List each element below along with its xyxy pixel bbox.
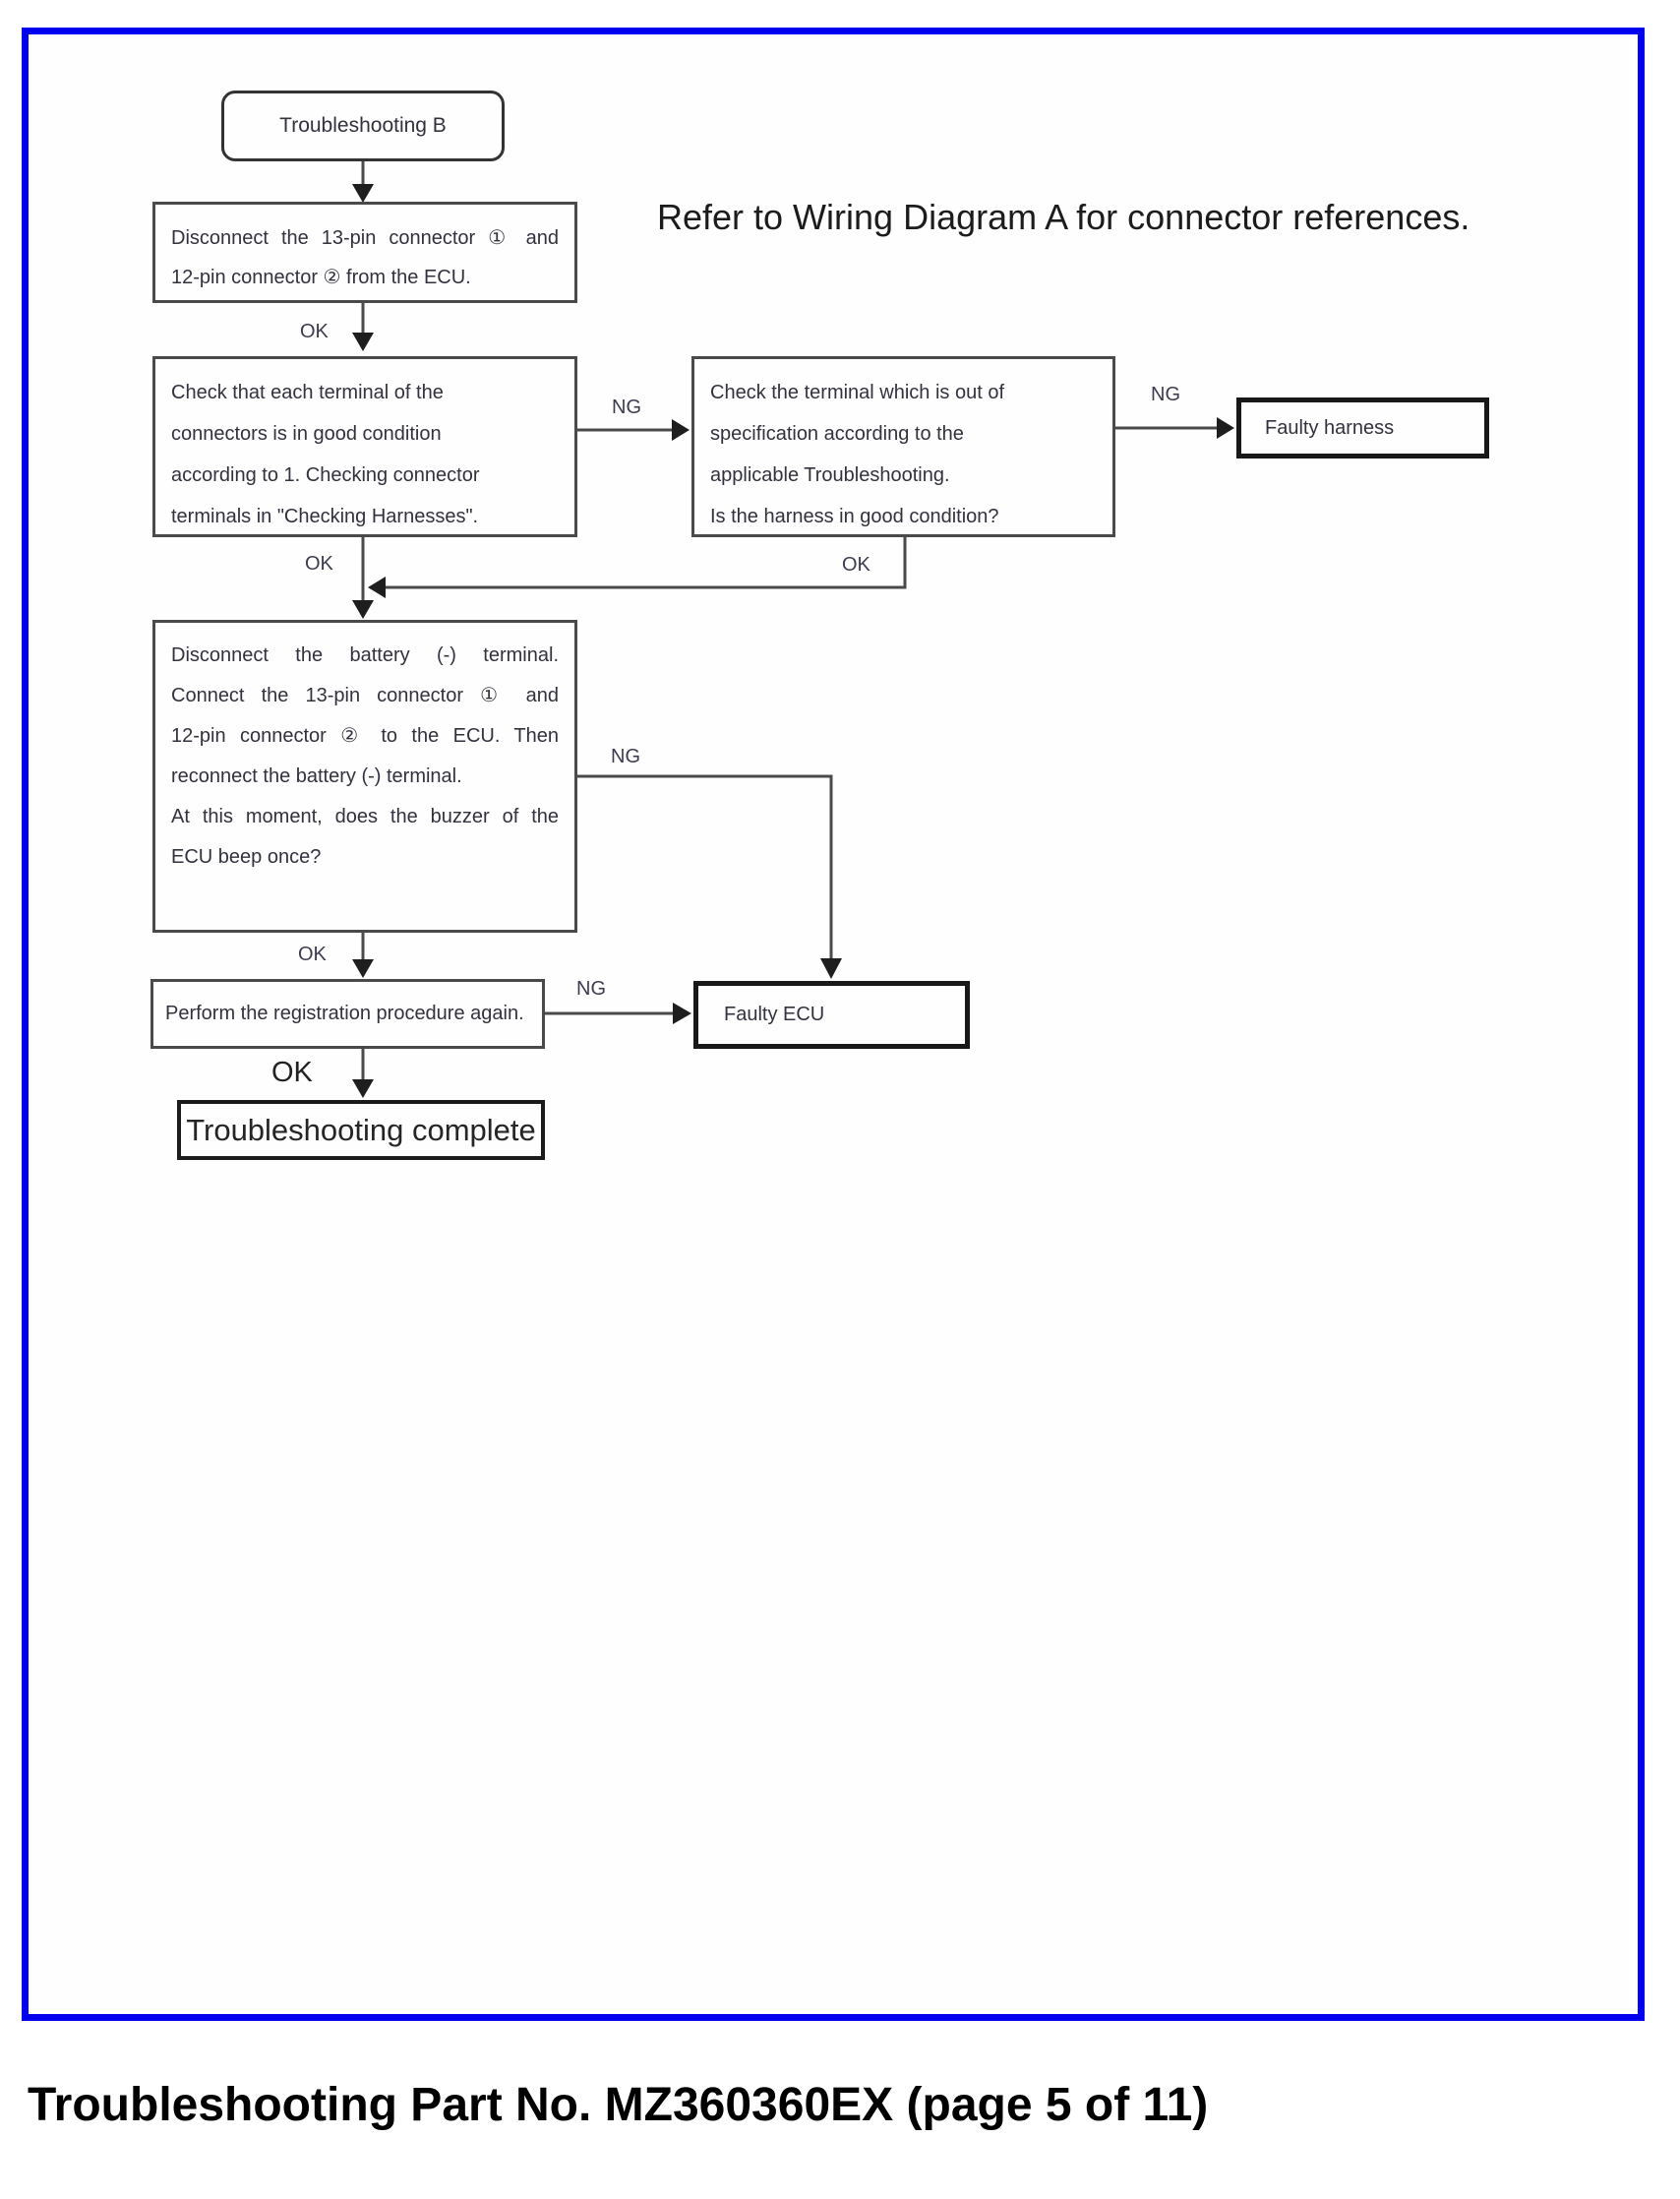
text-line: Connect the 13-pin connector ① and [171,685,559,706]
node-faulty-harness: Faulty harness [1236,397,1489,458]
node-troubleshooting-complete: Troubleshooting complete [177,1100,545,1160]
node-check-out-of-spec-terminal: Check the terminal which is out of speci… [691,356,1115,537]
node-reconnect-and-buzzer-check: Disconnect the battery (-) terminal. Con… [152,620,577,933]
text-line: ECU beep once? [171,846,322,868]
text-line: 12-pin connector ② from the ECU. [171,267,471,288]
text-line: Check the terminal which is out of [710,382,1005,403]
node-perform-registration: Perform the registration procedure again… [150,979,545,1049]
node-label: Faulty ECU [724,1004,825,1025]
label-ok-step3: OK [298,944,327,965]
text-line: Disconnect the 13-pin connector ① and [171,227,559,249]
label-ng-check-harness: NG [1151,384,1180,405]
text-line: reconnect the battery (-) terminal. [171,765,462,787]
text-line: At this moment, does the buzzer of the [171,806,559,827]
text-line: specification according to the [710,423,964,445]
label-ng-step3: NG [611,746,640,767]
node-label: Troubleshooting B [279,114,447,137]
node-check-terminals: Check that each terminal of the connecto… [152,356,577,537]
text-line: connectors is in good condition [171,423,442,445]
label-ok-step2: OK [305,553,333,575]
label-ng-step4: NG [576,978,606,1000]
node-label: Troubleshooting complete [186,1112,536,1147]
node-label: Perform the registration procedure again… [165,1003,524,1024]
text-line: Disconnect the battery (-) terminal. [171,644,559,666]
node-disconnect-connectors: Disconnect the 13-pin connector ① and 12… [152,202,577,303]
wiring-note: Refer to Wiring Diagram A for connector … [657,197,1470,237]
text-line: applicable Troubleshooting. [710,464,950,486]
text-line: Is the harness in good condition? [710,506,999,527]
text-line: terminals in "Checking Harnesses". [171,506,479,527]
label-ok-check-harness-return: OK [842,554,870,576]
text-line: according to 1. Checking connector [171,464,480,486]
node-label: Faulty harness [1265,416,1395,439]
label-ok-step4: OK [271,1057,313,1088]
node-faulty-ecu: Faulty ECU [693,981,970,1049]
page-caption: Troubleshooting Part No. MZ360360EX (pag… [28,2079,1209,2131]
text-line: 12-pin connector ② to the ECU. Then [171,725,559,747]
label-ok-step1: OK [300,321,329,342]
label-ng-step2: NG [612,397,641,418]
text-line: Check that each terminal of the [171,382,444,403]
node-start-troubleshooting-b: Troubleshooting B [221,91,505,161]
